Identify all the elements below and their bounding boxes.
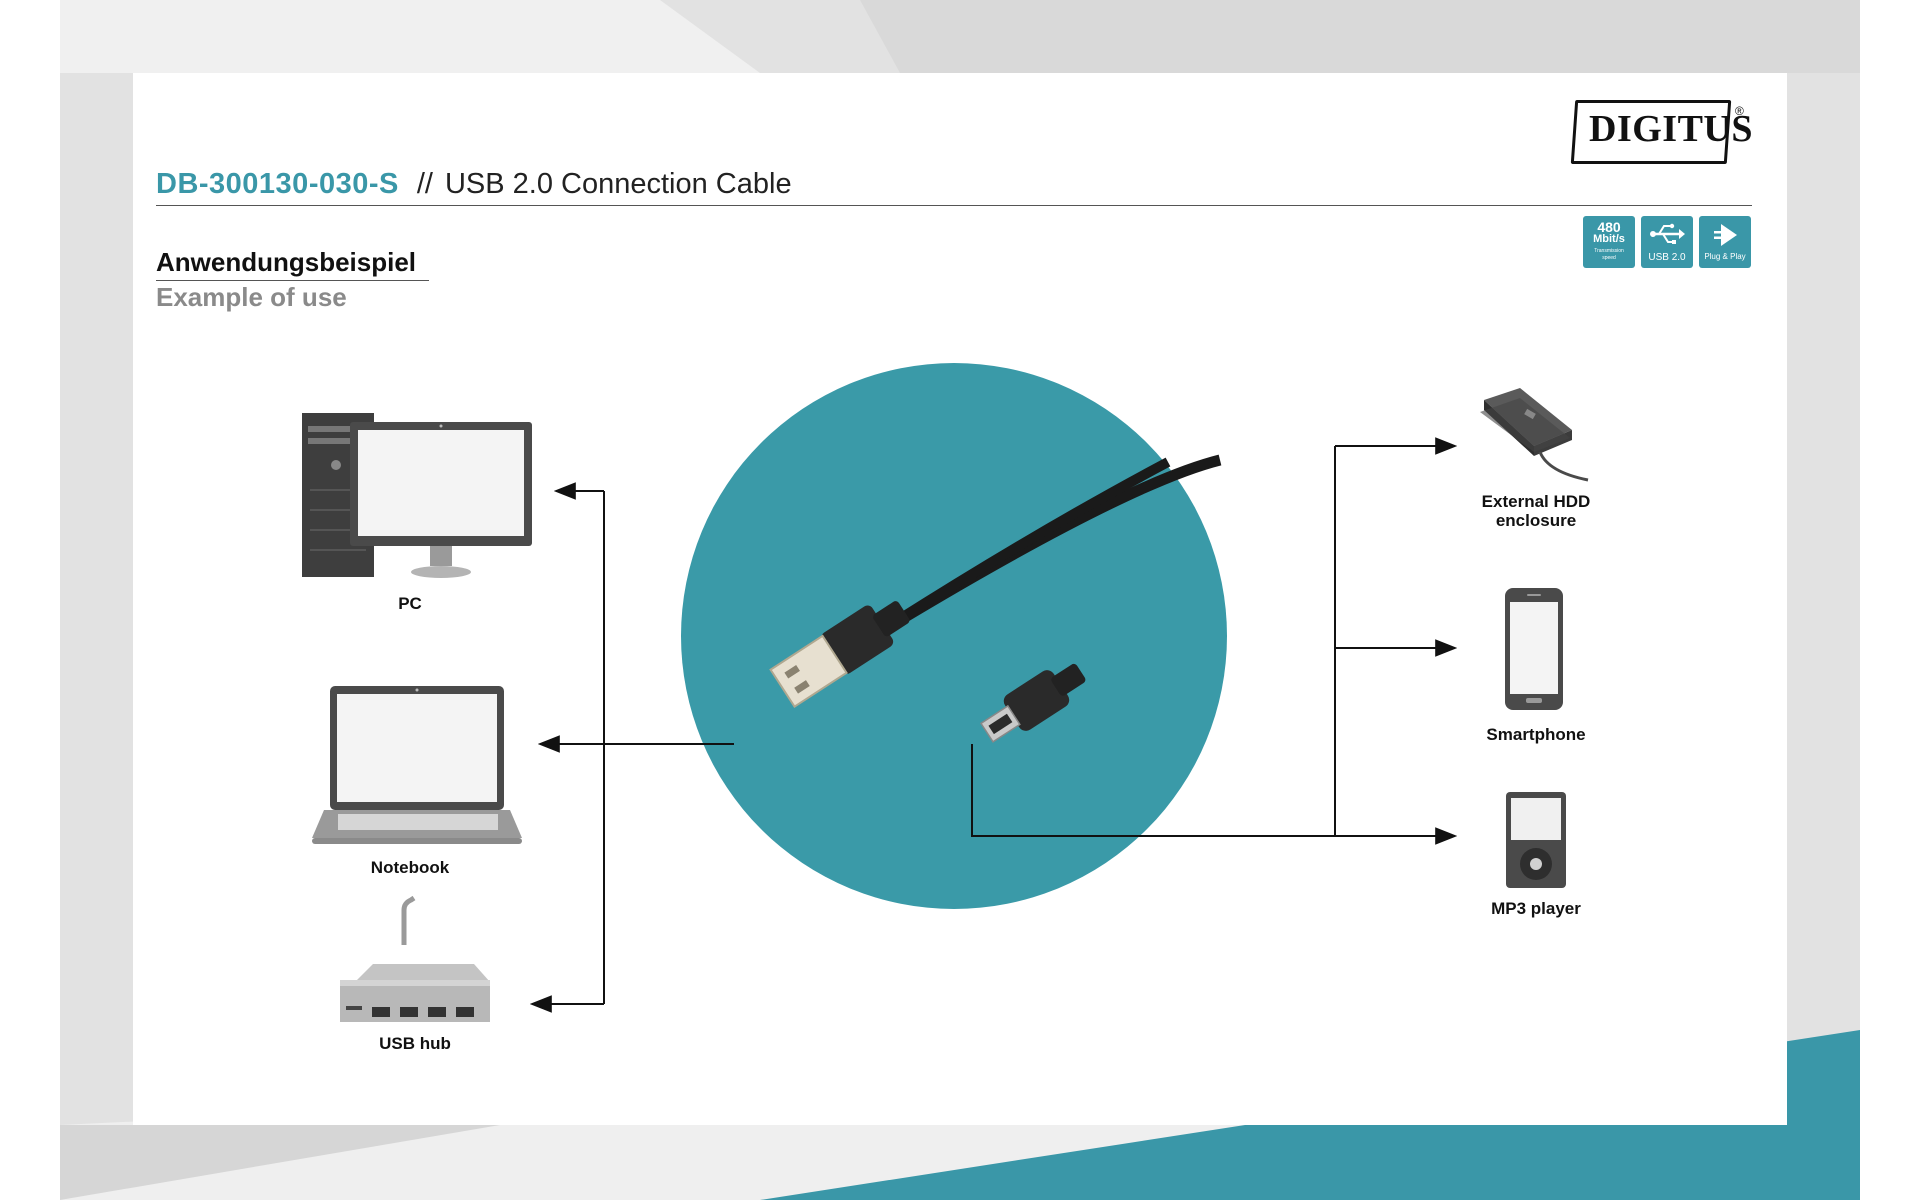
page-title: DB-300130-030-S // USB 2.0 Connection Cabl… [156,164,792,204]
title-separator: // [416,168,433,200]
speed-unit: Mbit/s [1593,233,1625,245]
product-code: DB-300130-030-S [156,168,399,200]
digitus-logo: DIGITUS [1589,108,1753,150]
device-label-usb-hub: USB hub [379,1034,451,1053]
usb-a-plug-icon [769,601,910,708]
title-divider [156,205,1752,206]
smartphone-icon [1505,588,1563,710]
section-title-de: Anwendungsbeispiel [156,247,417,277]
device-label-external-hdd: External HDD enclosure [1436,492,1636,530]
section-title-en: Example of use [156,282,347,312]
device-label-notebook: Notebook [370,858,450,877]
notebook-icon [312,686,522,844]
usb-badge-label: USB 2.0 [1648,252,1686,263]
device-label-mp3: MP3 player [1491,899,1581,918]
plug-and-play-icon [1714,224,1737,246]
plug-and-play-badge: Plug & Play [1699,216,1751,268]
usb-badge: USB 2.0 [1641,216,1693,268]
pc-icon [302,413,532,578]
external-hdd-icon [1480,388,1589,482]
usb-cable-icon [769,454,1222,743]
cable-to-right-bus [971,744,1335,837]
hdd-label-line2: enclosure [1495,511,1577,530]
cable-backdrop-circle [681,363,1227,909]
usb-hub-icon [340,895,490,1022]
hdd-label-line1: External HDD [1481,492,1591,511]
product-name: USB 2.0 Connection Cable [444,168,792,200]
device-label-pc: PC [398,594,422,613]
speed-caption: Transmission speed [1594,248,1624,261]
mini-usb-plug-icon [979,663,1086,743]
usb-icon [1650,223,1685,244]
device-label-smartphone: Smartphone [1486,725,1586,744]
registered-mark: ® [1735,104,1744,118]
mp3-player-icon [1506,792,1566,888]
section-title-underline [156,280,429,281]
speed-value: 480 [1597,219,1621,235]
speed-badge: 480 Mbit/s Transmission speed [1583,216,1635,268]
plug-and-play-label: Plug & Play [1704,252,1746,261]
